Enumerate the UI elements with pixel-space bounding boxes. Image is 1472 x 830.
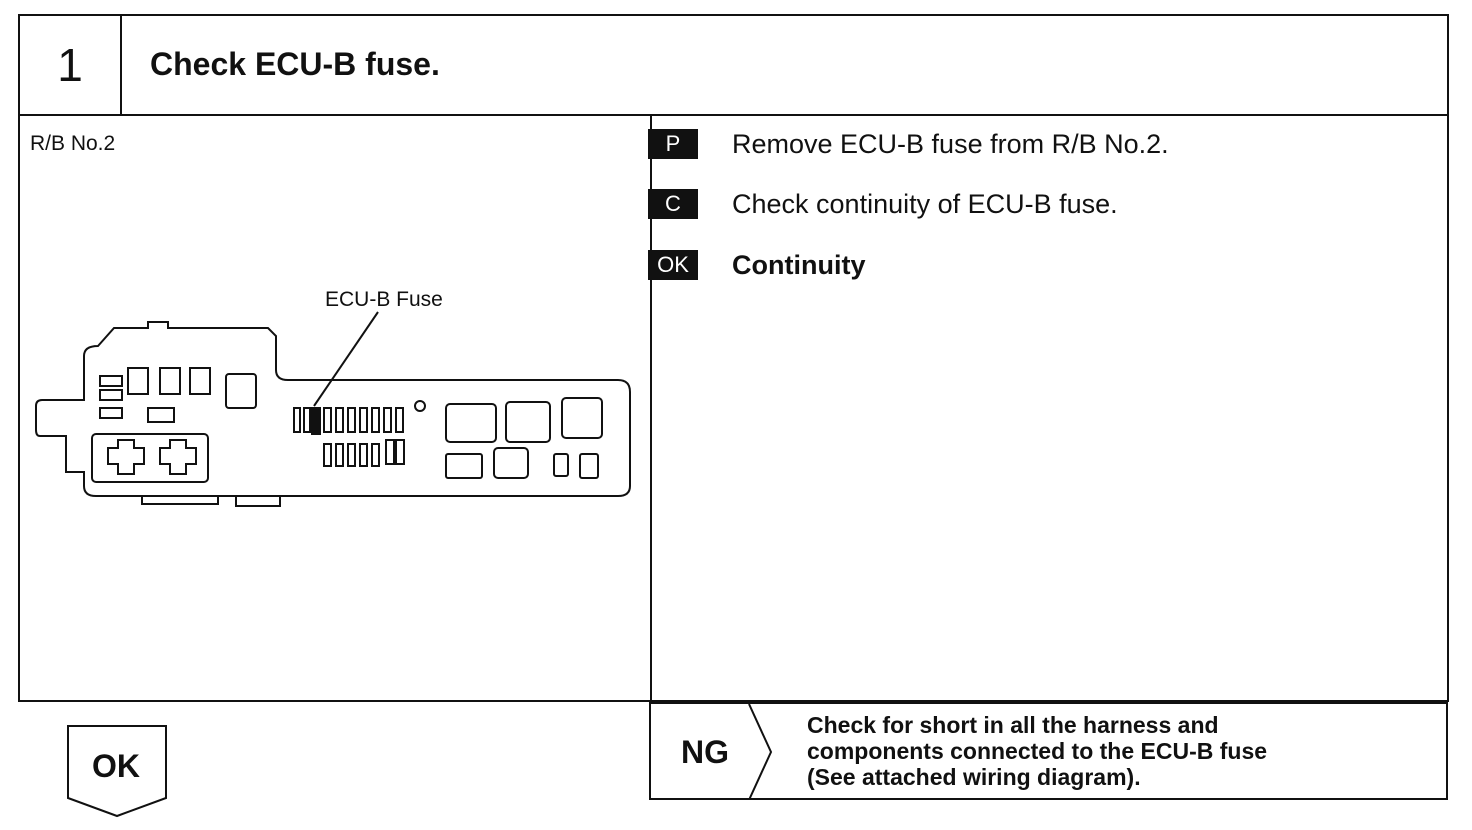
procedure-text: Remove ECU-B fuse from R/B No.2. xyxy=(732,128,1169,159)
ng-result-line: Check for short in all the harness and xyxy=(807,712,1219,738)
relay-block-diagram: ECU-B Fuse xyxy=(18,260,638,525)
relay-block-drawing xyxy=(35,311,631,507)
procedure-item-ok: OK Continuity xyxy=(648,249,865,281)
relay-block-label: R/B No.2 xyxy=(30,132,116,155)
column-divider xyxy=(650,114,652,700)
ng-result-line: components connected to the ECU-B fuse xyxy=(807,738,1268,764)
procedure-item-remove: P Remove ECU-B fuse from R/B No.2. xyxy=(648,128,1169,160)
step-header: 1 Check ECU-B fuse. xyxy=(20,16,1447,116)
procedure-tag: OK xyxy=(648,250,698,280)
procedure-text: Continuity xyxy=(732,249,866,280)
procedure-text: Check continuity of ECU-B fuse. xyxy=(732,188,1118,219)
step-title: Check ECU-B fuse. xyxy=(150,46,440,82)
bottom-tab xyxy=(235,496,281,507)
ng-result-line: (See attached wiring diagram). xyxy=(807,764,1141,790)
bottom-tab xyxy=(141,496,219,505)
ecu-b-fuse-highlight xyxy=(311,407,321,435)
procedure-tag: C xyxy=(648,189,698,219)
inspection-step-frame: 1 Check ECU-B fuse. R/B No.2 xyxy=(18,14,1449,702)
ok-result-arrow: OK xyxy=(66,724,170,823)
procedure-tag: P xyxy=(648,129,698,159)
ecu-b-fuse-callout: ECU-B Fuse xyxy=(325,288,443,311)
procedure-item-check: C Check continuity of ECU-B fuse. xyxy=(648,188,1118,220)
ok-result-label: OK xyxy=(92,748,140,784)
housing-outline xyxy=(35,321,631,497)
ng-result-label: NG xyxy=(681,734,729,770)
ng-result-box: NG Check for short in all the harness an… xyxy=(649,702,1448,800)
callout-line xyxy=(313,311,379,407)
step-number: 1 xyxy=(20,16,122,114)
ng-chevron-icon xyxy=(748,704,773,800)
ng-result-text: Check for short in all the harness and c… xyxy=(807,712,1267,790)
